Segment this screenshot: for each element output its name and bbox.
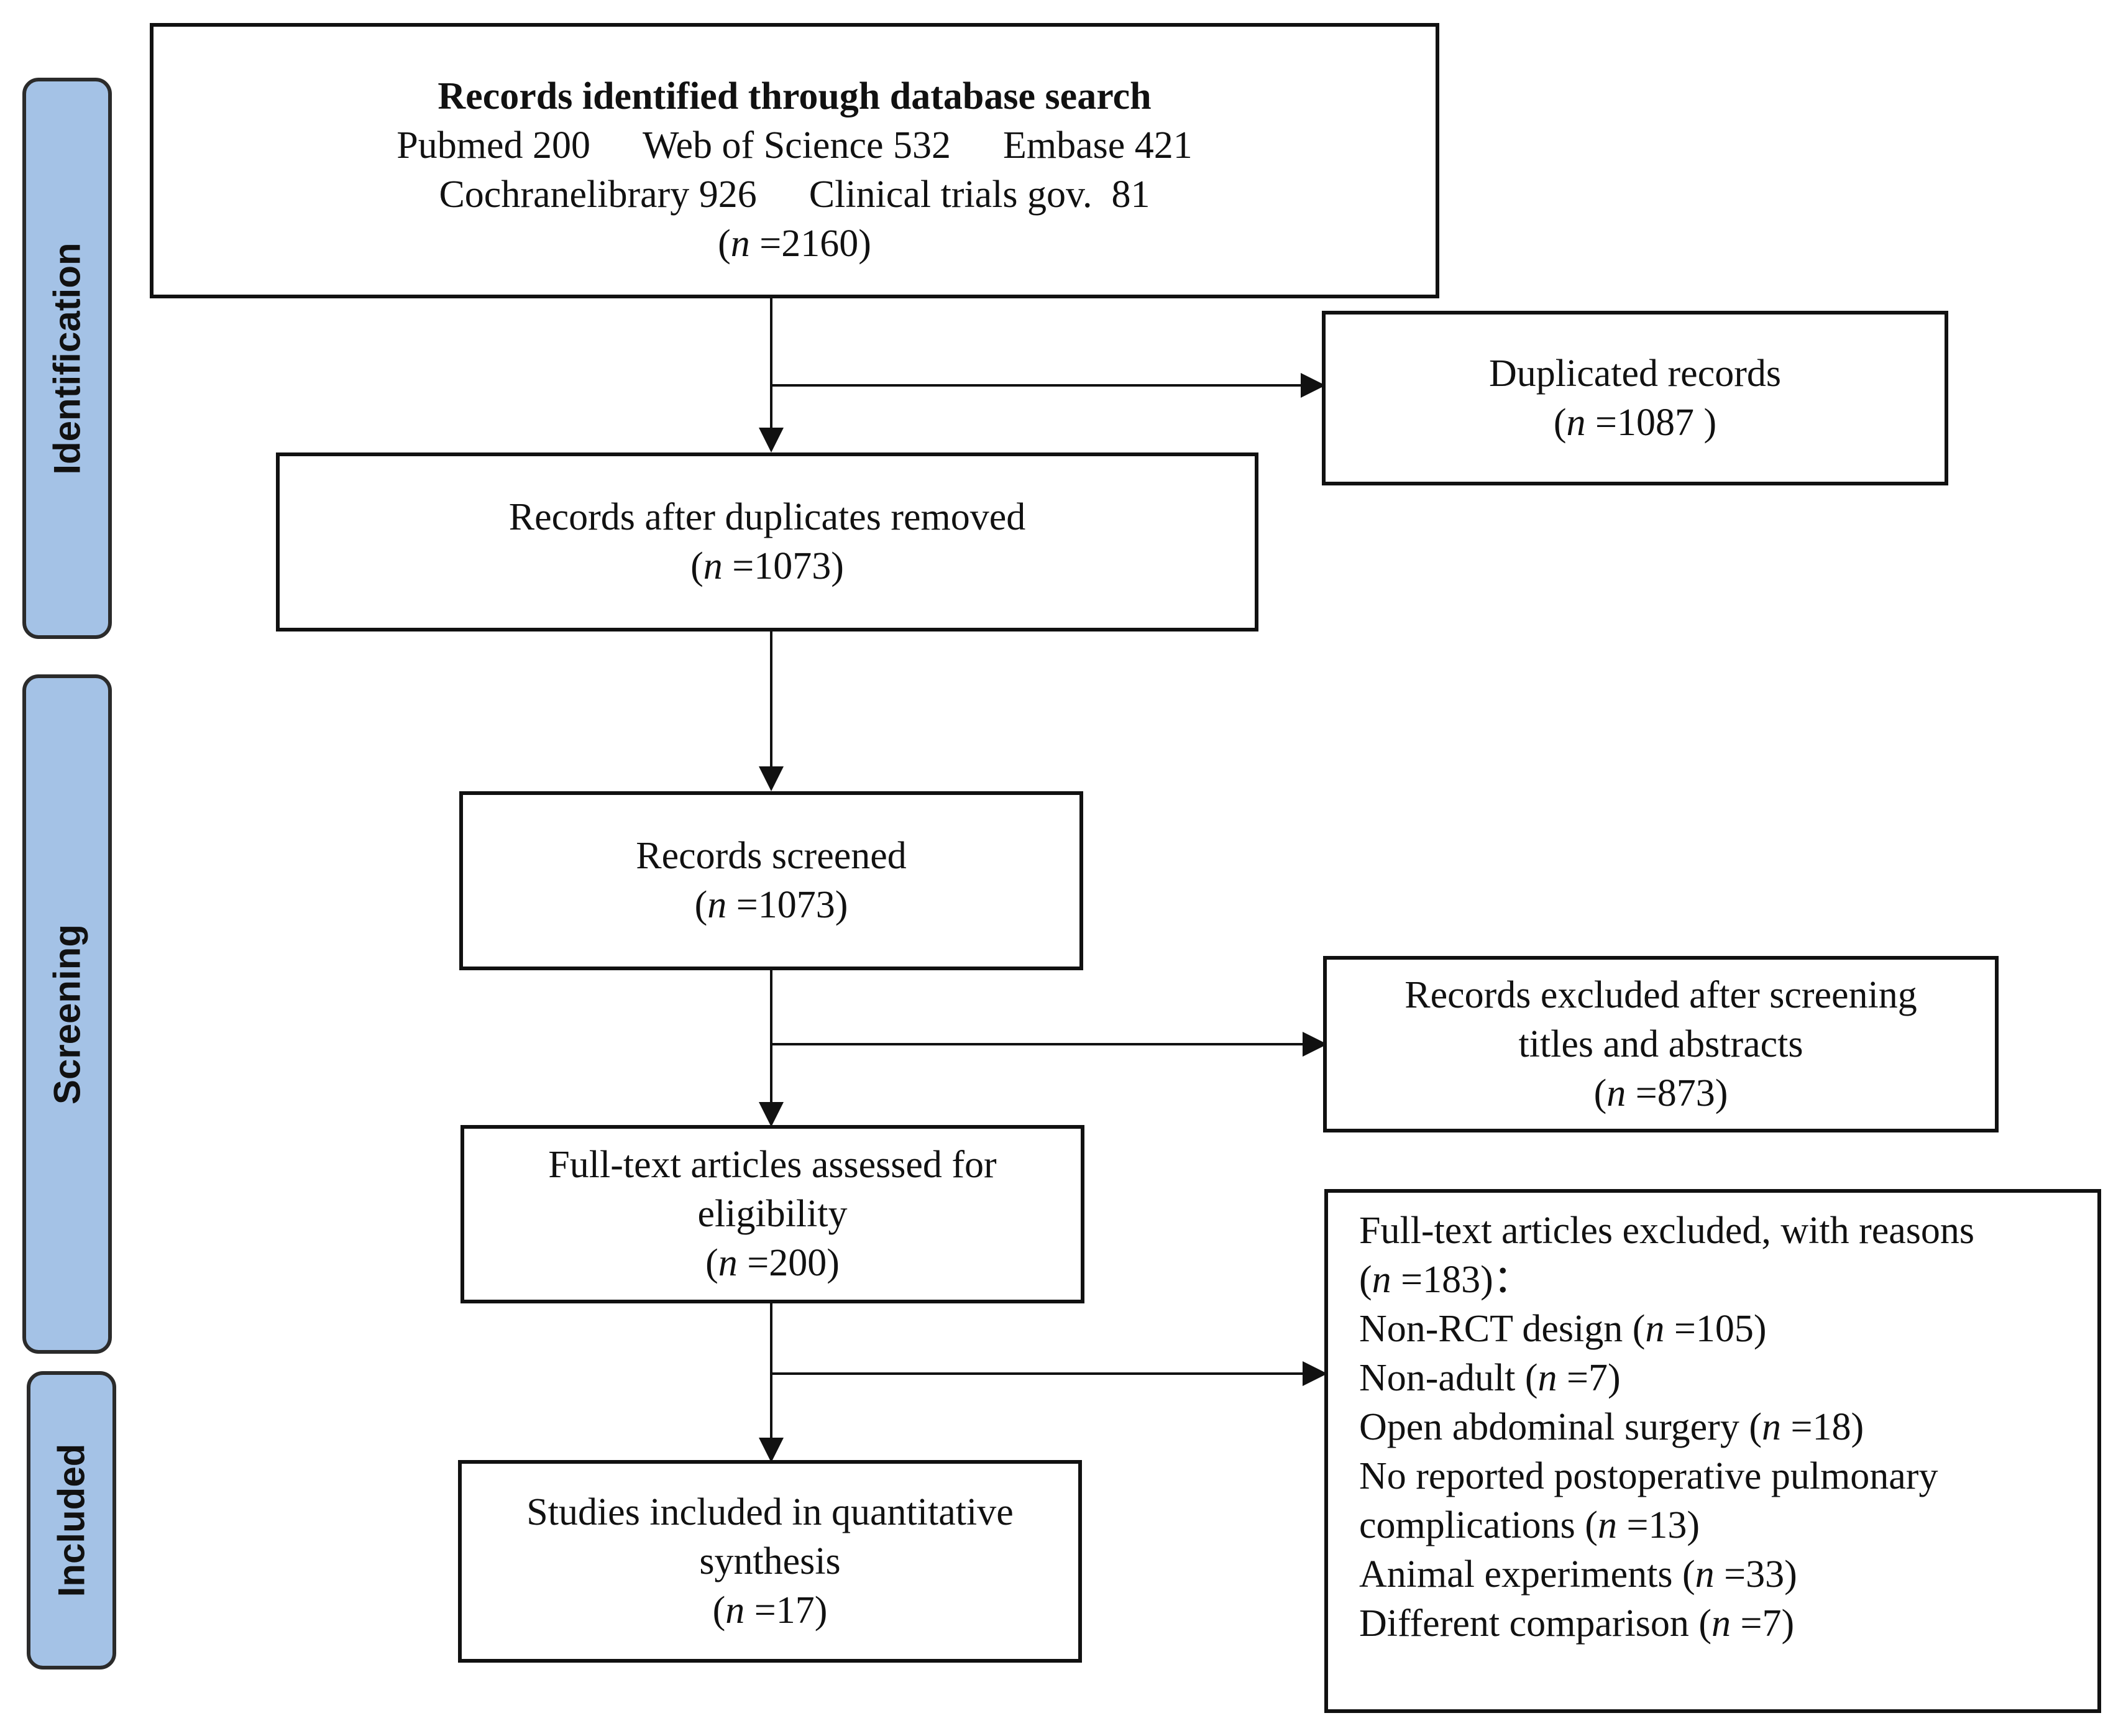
fulltext-line1: Full-text articles assessed for [548,1144,997,1186]
arrowhead-duplicates [1301,373,1326,398]
fulltext-count: (n =200) [705,1242,840,1284]
reason-item: Non-adult (n =7) [1359,1357,1621,1399]
box-fulltext-assessed: Full-text articles assessed for eligibil… [460,1125,1084,1303]
source-embase: Embase 421 [1002,124,1193,167]
excluded-screening-line2: titles and abstracts [1518,1022,1803,1065]
arrowhead-screened [759,766,784,791]
source-web-of-science: Web of Science 532 [642,124,951,167]
included-line2: synthesis [699,1540,841,1582]
excluded-screening-line1: Records excluded after screening [1404,973,1917,1016]
stage-screening-label: Screening [46,924,88,1105]
stage-included-label: Included [50,1443,93,1597]
stage-identification-label: Identification [46,242,88,475]
box-records-screened: Records screened (n =1073) [459,791,1083,970]
reason-item: Open abdominal surgery (n =18) [1359,1406,1864,1448]
excluded-fulltext-count: (n =183)： [1359,1259,1532,1301]
duplicates-label: Duplicated records [1489,352,1781,395]
arrowhead-dedup [759,428,784,452]
source-cochrane: Cochranelibrary 926 [439,173,757,216]
arrowhead-included [759,1438,784,1463]
stage-identification: Identification [22,78,112,639]
reason-item: complications (n =13) [1359,1504,1700,1546]
source-pubmed: Pubmed 200 [396,124,590,167]
included-count: (n =17) [712,1589,828,1632]
duplicates-count: (n =1087 ) [1553,401,1717,444]
stage-screening: Screening [22,674,112,1354]
after-duplicates-label: Records after duplicates removed [508,496,1026,538]
arrowhead-excluded-fulltext [1303,1361,1327,1386]
box-excluded-screening: Records excluded after screening titles … [1323,956,1999,1132]
screened-count: (n =1073) [694,884,848,926]
identified-count: (n =2160) [718,222,871,265]
box-records-identified: Records identified through database sear… [150,23,1439,298]
after-duplicates-count: (n =1073) [690,545,844,587]
screened-label: Records screened [636,835,907,877]
box-studies-included: Studies included in quantitative synthes… [458,1460,1082,1663]
box-after-duplicates: Records after duplicates removed (n =107… [276,452,1258,631]
identified-sources-row2: Cochranelibrary 926 Clinical trials gov. … [413,170,1176,219]
box-duplicated-records: Duplicated records (n =1087 ) [1322,311,1948,485]
arrowhead-excluded-screening [1303,1032,1327,1057]
identified-sources-row1: Pubmed 200 Web of Science 532 Embase 421 [370,121,1219,170]
reason-item: Different comparison (n =7) [1359,1602,1795,1645]
excluded-screening-count: (n =873) [1593,1072,1728,1114]
arrowhead-fulltext [759,1102,784,1127]
stage-included: Included [27,1371,116,1669]
source-clinical-trials: Clinical trials gov. 81 [809,173,1150,216]
excluded-fulltext-title: Full-text articles excluded, with reason… [1359,1210,1975,1252]
included-line1: Studies included in quantitative [526,1490,1014,1533]
box-excluded-fulltext: Full-text articles excluded, with reason… [1324,1189,2101,1713]
reason-item: Animal experiments (n =33) [1359,1553,1797,1596]
reason-item: No reported postoperative pulmonary [1359,1455,1938,1497]
fulltext-line2: eligibility [697,1193,848,1235]
identified-title: Records identified through database sear… [438,75,1152,117]
reason-item: Non-RCT design (n =105) [1359,1308,1767,1350]
